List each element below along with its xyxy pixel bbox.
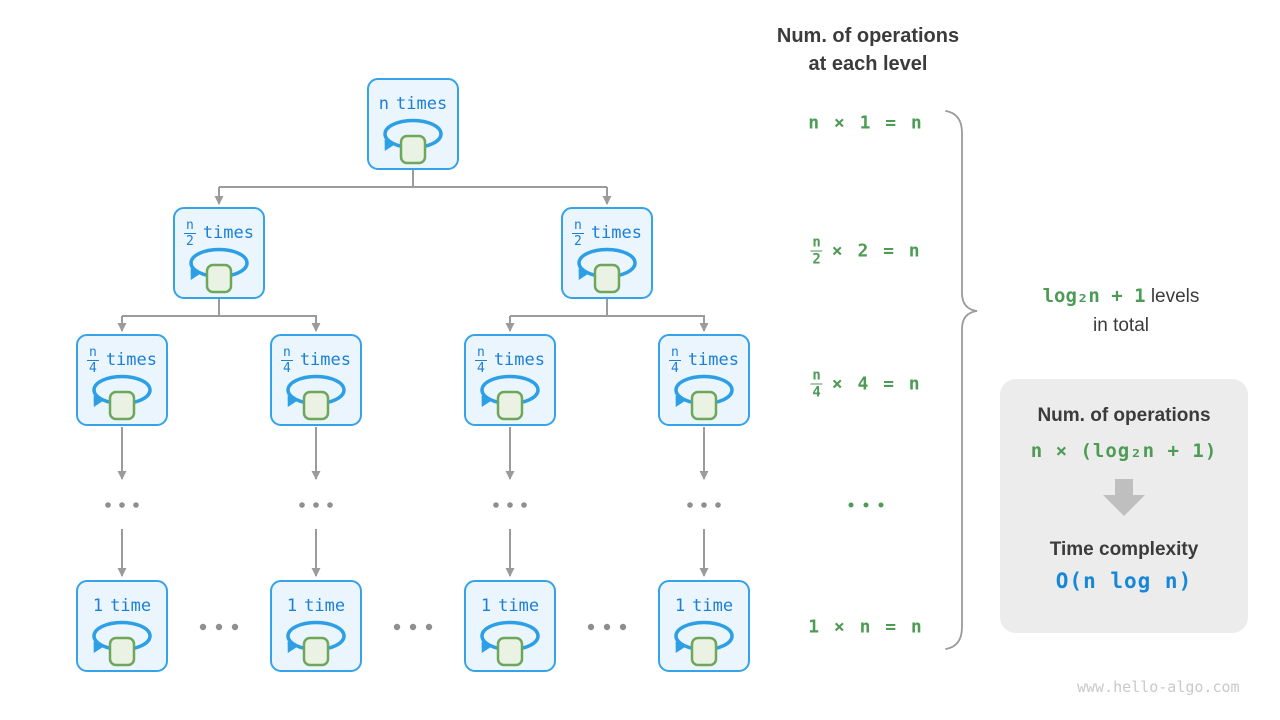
panel-formula: n × (log₂n + 1): [1030, 440, 1218, 462]
loop-icon: [480, 620, 540, 667]
green-ellipsis-dots: [848, 502, 884, 508]
loop-icon: [577, 247, 637, 294]
loop-icon: [286, 620, 346, 667]
down-arrow-icon: [1103, 479, 1145, 516]
op-row-level1: n × 1 = n: [808, 112, 924, 134]
panel-complexity: O(n log n): [1055, 569, 1193, 593]
panel-title: Num. of operations: [1037, 405, 1211, 426]
levels-total-label: log₂n + 1 levels in total: [1001, 282, 1241, 340]
watermark: www.hello-algo.com: [1077, 678, 1240, 696]
loop-icon: [92, 374, 152, 421]
brace: [945, 110, 978, 650]
loop-icon: [674, 620, 734, 667]
levels-formula: log₂n + 1: [1042, 285, 1146, 307]
levels-line2: in total: [1093, 315, 1149, 336]
loop-icon: [480, 374, 540, 421]
ellipsis-dots-vertical-gap: [105, 502, 721, 508]
operations-header: Num. of operations at each level: [763, 22, 973, 78]
panel-subtitle: Time complexity: [1049, 539, 1199, 560]
loop-icon: [286, 374, 346, 421]
summary-panel: Num. of operations n × (log₂n + 1) Time …: [1000, 379, 1248, 633]
operations-header-line2: at each level: [808, 53, 928, 75]
operations-header-line1: Num. of operations: [776, 25, 960, 47]
loop-icon: [92, 620, 152, 667]
ellipsis-dots-bottom-row: [199, 623, 627, 631]
loop-icon: [189, 247, 249, 294]
loop-icon: [674, 374, 734, 421]
op-row-level4: 1 × n = n: [808, 616, 924, 638]
loop-icon: [383, 118, 443, 165]
levels-suffix: levels: [1145, 286, 1200, 307]
op-row-ellipsis: [848, 502, 884, 508]
